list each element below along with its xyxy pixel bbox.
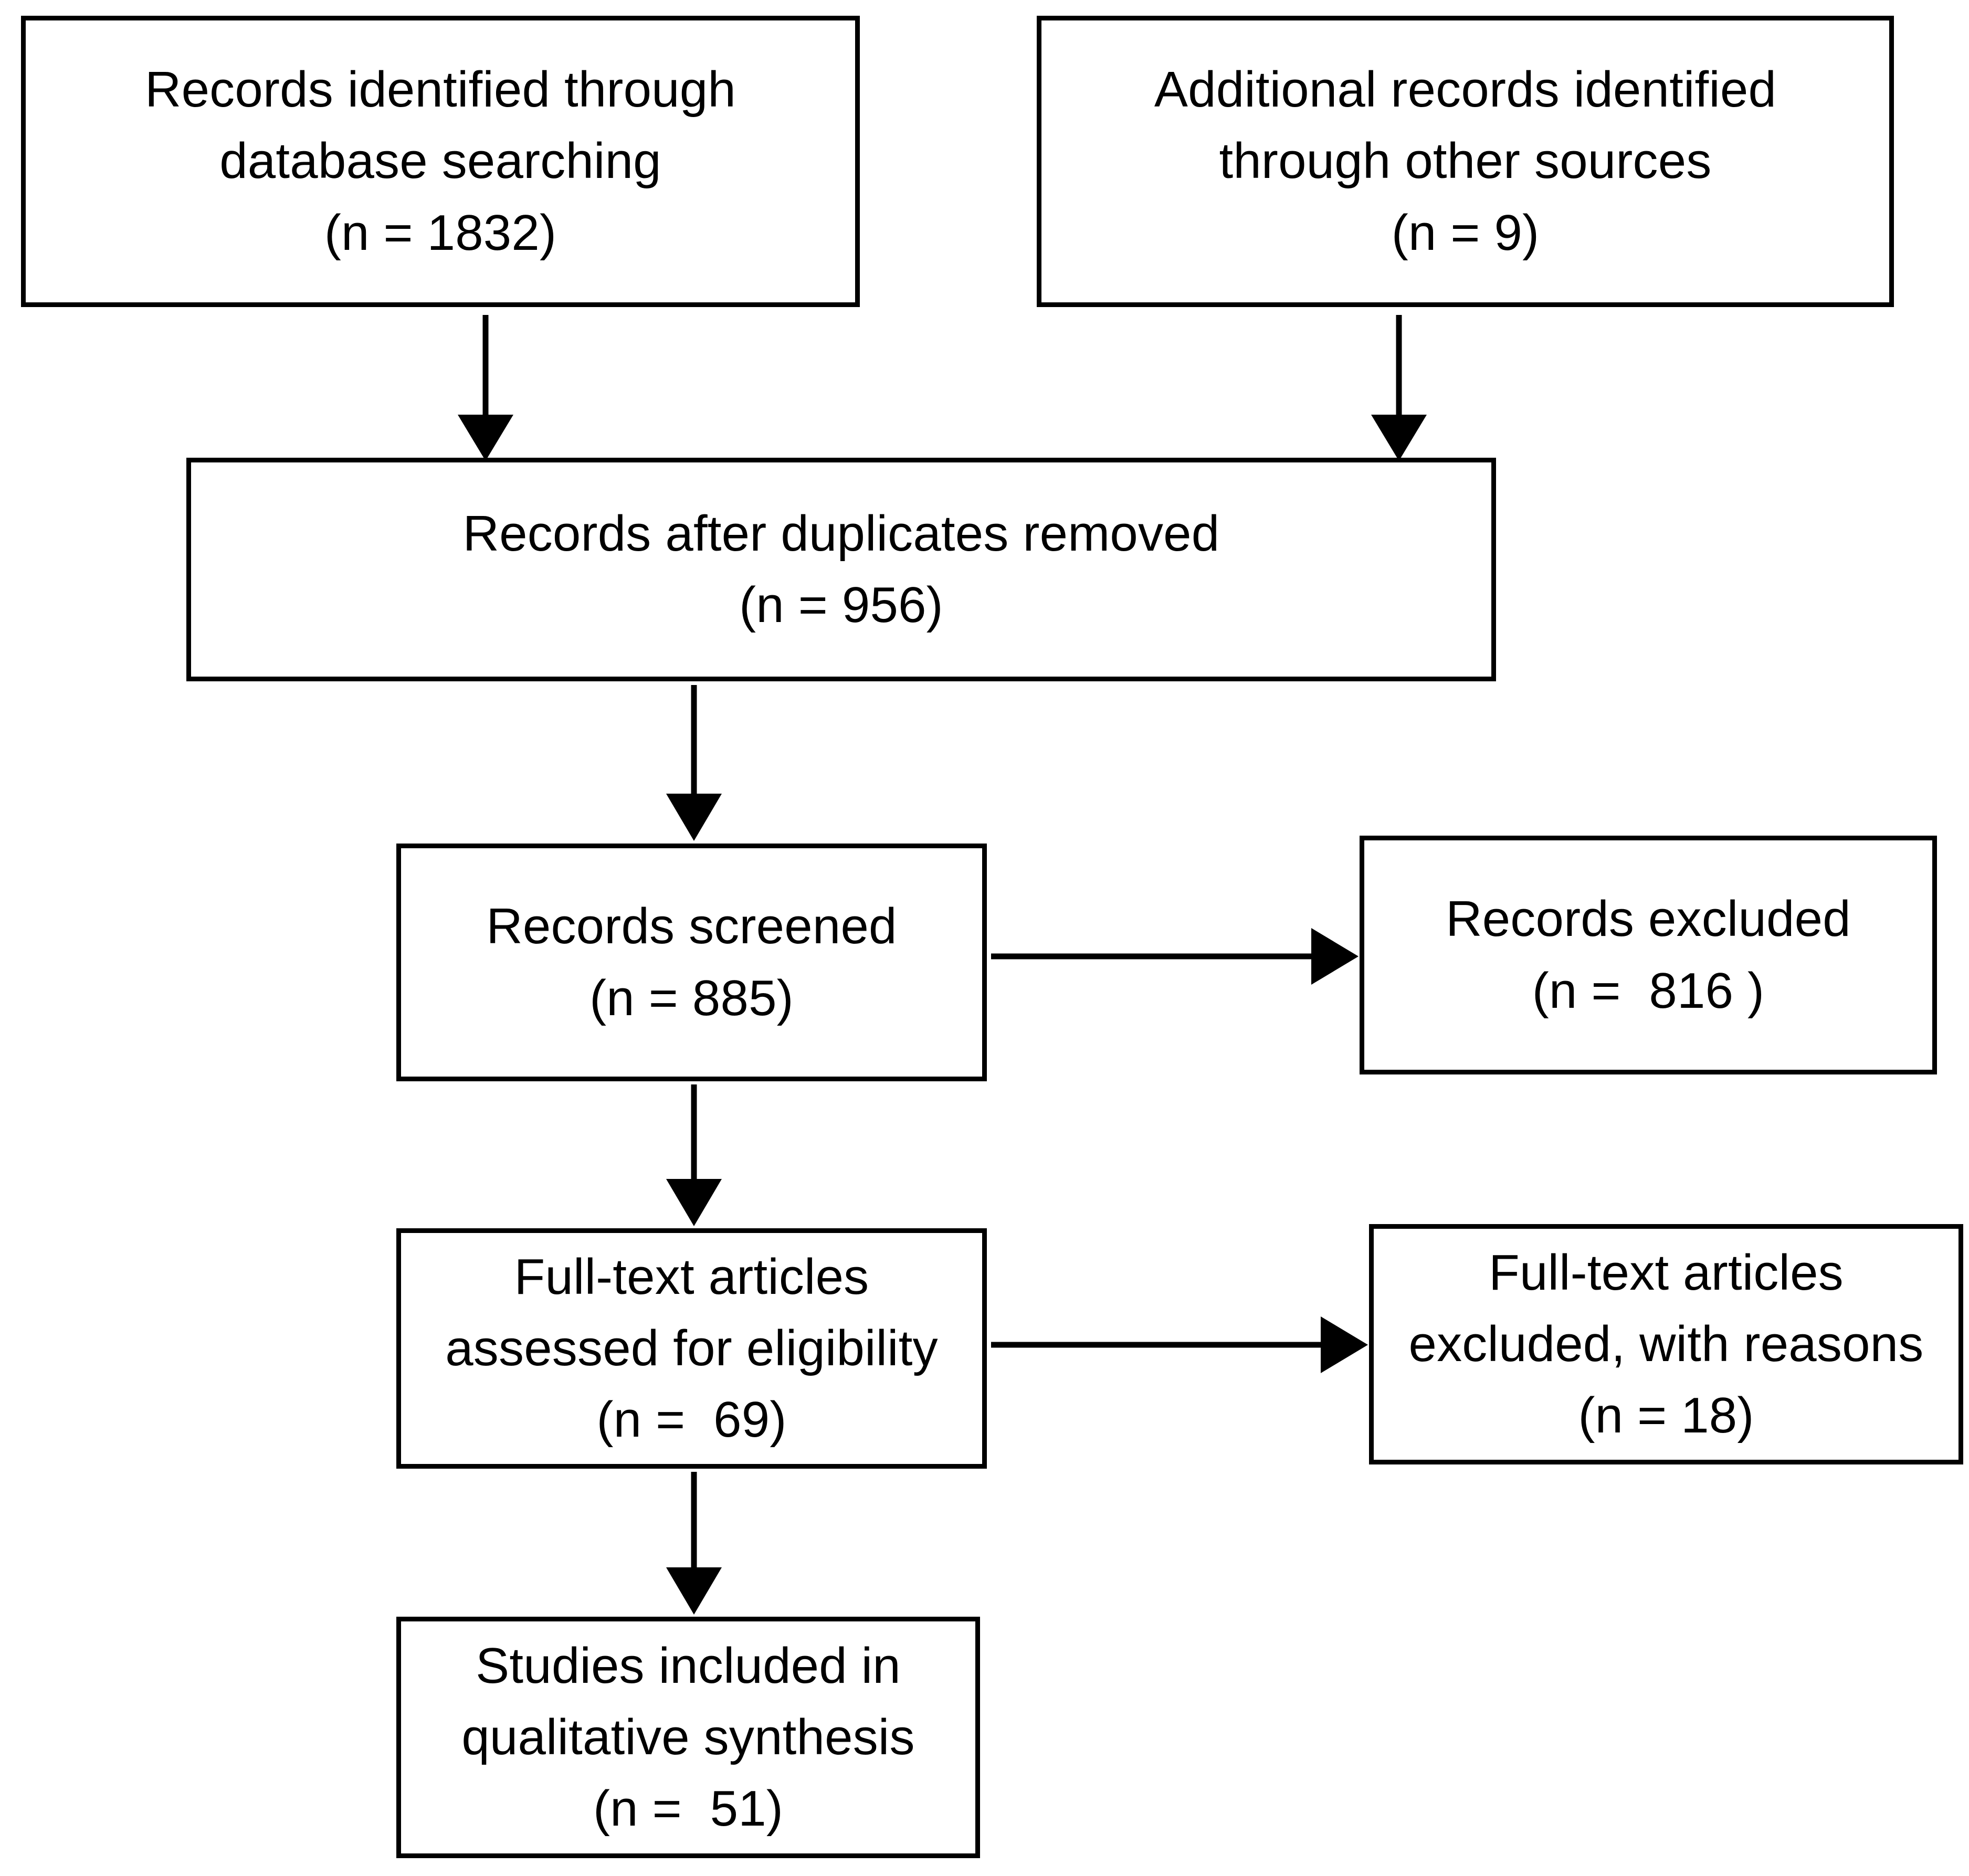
node-studies-included-in-qualitative-synthesis: Studies included in qualitative synthesi… [396,1617,980,1858]
node-line-1: Additional records identified [1154,61,1777,118]
node-line-2: excluded, with reasons [1408,1315,1924,1372]
node-line-1: Full-text articles [514,1248,869,1305]
node-count: (n = 1832) [324,204,557,261]
edge-screened-to-fulltext [666,1084,722,1226]
node-line-2: database searching [219,133,661,189]
node-count: (n = 816 ) [1532,962,1765,1019]
node-count: (n = 885) [589,969,794,1026]
node-records-identified-through-database-searching: Records identified through database sear… [21,16,860,307]
node-count: (n = 18) [1578,1387,1754,1444]
node-line-1: Records excluded [1446,891,1851,947]
edge-screened-to-excluded [991,928,1359,985]
node-line-1: Full-text articles [1489,1244,1844,1301]
node-records-after-duplicates-removed: Records after duplicates removed (n = 95… [186,458,1496,681]
node-line-2: through other sources [1219,133,1712,189]
edge-dedup-to-screened [666,685,722,841]
node-additional-records-identified-through-other-sources: Additional records identified through ot… [1037,16,1894,307]
node-records-excluded: Records excluded (n = 816 ) [1360,836,1937,1074]
node-line-1: Records after duplicates removed [462,505,1220,562]
node-count: (n = 69) [596,1392,787,1448]
edge-additional-to-dedup [1371,315,1427,461]
edge-fulltext-to-fulltext-excluded [991,1316,1368,1373]
node-count: (n = 51) [593,1780,783,1837]
node-records-screened: Records screened (n = 885) [396,844,987,1081]
edge-identified-to-dedup [458,315,513,461]
node-count: (n = 956) [739,577,943,633]
node-line-1: Records identified through [145,61,736,118]
node-count: (n = 9) [1391,204,1540,261]
node-line-1: Studies included in [476,1637,901,1694]
edge-fulltext-to-included [666,1472,722,1615]
node-line-1: Records screened [486,898,897,955]
node-full-text-articles-excluded-with-reasons: Full-text articles excluded, with reason… [1369,1224,1963,1464]
node-full-text-articles-assessed-for-eligibility: Full-text articles assessed for eligibil… [396,1228,987,1469]
node-line-2: assessed for eligibility [445,1320,938,1376]
node-line-2: qualitative synthesis [461,1709,915,1765]
